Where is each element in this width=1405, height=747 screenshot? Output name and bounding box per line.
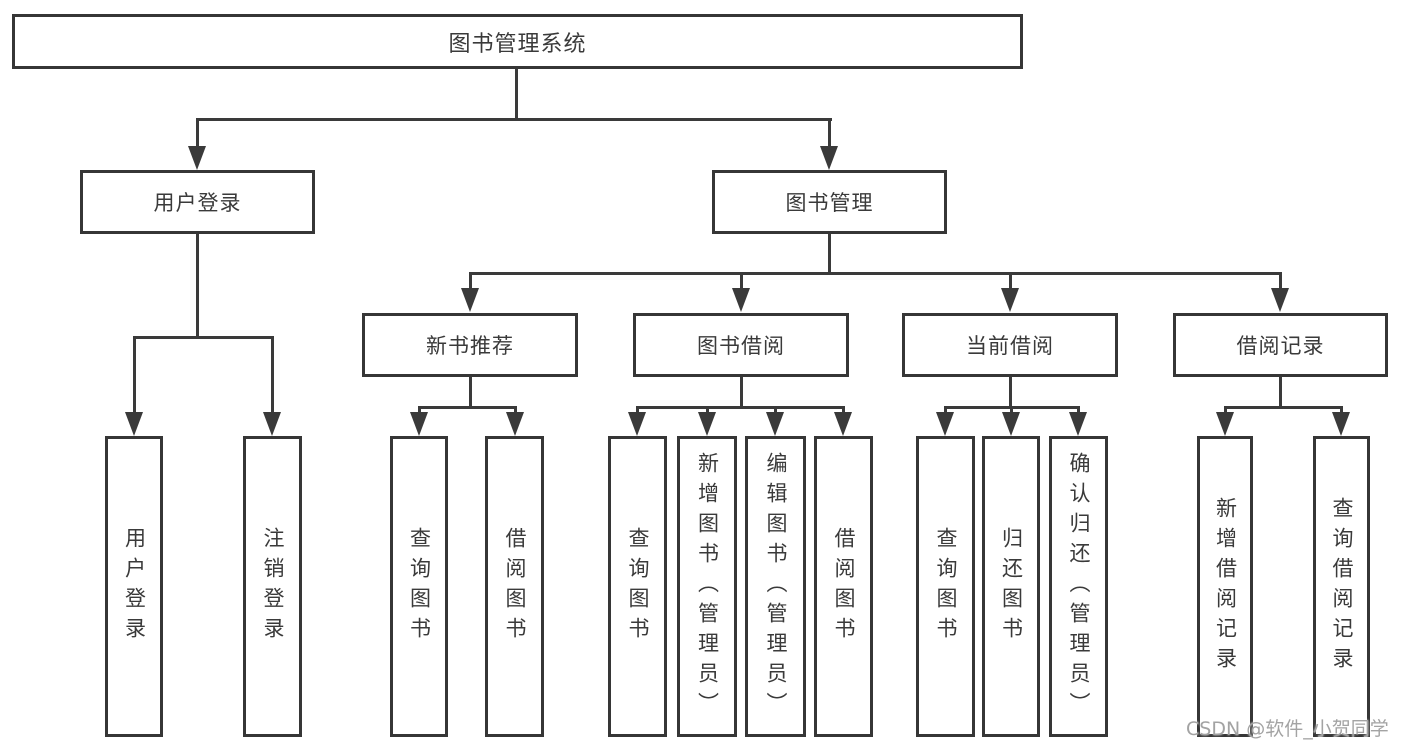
connector-line bbox=[1009, 377, 1012, 409]
connector-line bbox=[133, 336, 274, 339]
connector-line bbox=[1077, 406, 1080, 414]
connector-line bbox=[514, 406, 517, 414]
node-root-label: 图书管理系统 bbox=[448, 31, 587, 57]
node-user-login: 用户登录 bbox=[80, 170, 315, 234]
connector-line bbox=[1340, 406, 1343, 414]
leaf-borrow-books: 借阅图书 bbox=[814, 436, 873, 737]
leaf-label: 确认归还（管理员） bbox=[1067, 451, 1091, 722]
arrow-down-icon bbox=[1069, 412, 1087, 436]
connector-line bbox=[1224, 406, 1227, 414]
leaf-user-login: 用户登录 bbox=[105, 436, 163, 737]
leaf-return-books: 归还图书 bbox=[982, 436, 1040, 737]
leaf-logout: 注销登录 bbox=[243, 436, 302, 737]
leaf-label: 新增图书（管理员） bbox=[695, 451, 720, 722]
node-label: 新书推荐 bbox=[426, 334, 514, 358]
leaf-label: 新增借阅记录 bbox=[1213, 496, 1238, 677]
arrow-down-icon bbox=[1332, 412, 1350, 436]
leaf-query-books-recommend: 查询图书 bbox=[390, 436, 448, 737]
leaf-add-borrow-record: 新增借阅记录 bbox=[1197, 436, 1253, 737]
arrow-down-icon bbox=[1002, 412, 1020, 436]
node-book-borrow: 图书借阅 bbox=[633, 313, 849, 377]
node-root: 图书管理系统 bbox=[12, 14, 1023, 69]
connector-line bbox=[740, 272, 743, 292]
arrow-down-icon bbox=[188, 146, 206, 170]
node-label: 当前借阅 bbox=[966, 334, 1054, 358]
leaf-edit-books-admin: 编辑图书（管理员） bbox=[745, 436, 806, 737]
node-new-book-recommend: 新书推荐 bbox=[362, 313, 578, 377]
leaf-label: 借阅图书 bbox=[503, 526, 527, 647]
connector-line bbox=[740, 377, 743, 409]
leaf-label: 归还图书 bbox=[999, 526, 1024, 647]
connector-line bbox=[828, 234, 831, 275]
arrow-down-icon bbox=[506, 412, 524, 436]
leaf-label: 注销登录 bbox=[261, 526, 285, 647]
connector-line bbox=[1279, 272, 1282, 292]
arrow-down-icon bbox=[628, 412, 646, 436]
connector-line bbox=[515, 68, 518, 121]
node-current-borrow: 当前借阅 bbox=[902, 313, 1118, 377]
arrow-down-icon bbox=[820, 146, 838, 170]
connector-line bbox=[1279, 377, 1282, 409]
arrow-down-icon bbox=[936, 412, 954, 436]
node-book-management: 图书管理 bbox=[712, 170, 947, 234]
connector-line bbox=[469, 272, 472, 292]
connector-line bbox=[706, 406, 709, 414]
connector-line bbox=[842, 406, 845, 414]
leaf-label: 查询借阅记录 bbox=[1330, 496, 1354, 677]
arrow-down-icon bbox=[410, 412, 428, 436]
connector-line bbox=[418, 406, 421, 414]
arrow-down-icon bbox=[263, 412, 281, 436]
leaf-borrow-books-recommend: 借阅图书 bbox=[485, 436, 544, 737]
leaf-label: 编辑图书（管理员） bbox=[764, 451, 788, 722]
arrow-down-icon bbox=[1001, 288, 1019, 312]
leaf-add-books-admin: 新增图书（管理员） bbox=[677, 436, 737, 737]
connector-line bbox=[469, 377, 472, 409]
connector-line bbox=[828, 118, 831, 148]
connector-line bbox=[196, 118, 832, 121]
arrow-down-icon bbox=[834, 412, 852, 436]
node-label: 图书管理 bbox=[785, 191, 874, 215]
connector-line bbox=[196, 118, 199, 148]
connector-line bbox=[1009, 272, 1012, 292]
node-label: 用户登录 bbox=[153, 191, 242, 215]
leaf-query-borrow-record: 查询借阅记录 bbox=[1313, 436, 1370, 737]
arrow-down-icon bbox=[1216, 412, 1234, 436]
leaf-label: 用户登录 bbox=[122, 526, 147, 647]
connector-line bbox=[1224, 406, 1343, 409]
leaf-confirm-return-admin: 确认归还（管理员） bbox=[1049, 436, 1108, 737]
connector-line bbox=[418, 406, 517, 409]
arrow-down-icon bbox=[732, 288, 750, 312]
leaf-label: 借阅图书 bbox=[832, 526, 856, 647]
connector-line bbox=[1010, 406, 1013, 414]
connector-line bbox=[196, 234, 199, 339]
node-label: 图书借阅 bbox=[697, 334, 785, 358]
connector-line bbox=[944, 406, 947, 414]
connector-line bbox=[133, 336, 136, 414]
arrow-down-icon bbox=[461, 288, 479, 312]
csdn-watermark: CSDN @软件_小贺同学 bbox=[1186, 718, 1389, 740]
arrow-down-icon bbox=[766, 412, 784, 436]
leaf-label: 查询图书 bbox=[626, 526, 650, 647]
leaf-label: 查询图书 bbox=[934, 526, 958, 647]
connector-line bbox=[271, 336, 274, 414]
leaf-query-books-borrow: 查询图书 bbox=[608, 436, 667, 737]
arrow-down-icon bbox=[698, 412, 716, 436]
node-label: 借阅记录 bbox=[1236, 334, 1325, 358]
node-borrow-records: 借阅记录 bbox=[1173, 313, 1388, 377]
leaf-query-books-current: 查询图书 bbox=[916, 436, 975, 737]
connector-line bbox=[469, 272, 1282, 275]
connector-line bbox=[636, 406, 845, 409]
leaf-label: 查询图书 bbox=[407, 526, 432, 647]
connector-line bbox=[636, 406, 639, 414]
arrow-down-icon bbox=[125, 412, 143, 436]
arrow-down-icon bbox=[1271, 288, 1289, 312]
connector-line bbox=[774, 406, 777, 414]
